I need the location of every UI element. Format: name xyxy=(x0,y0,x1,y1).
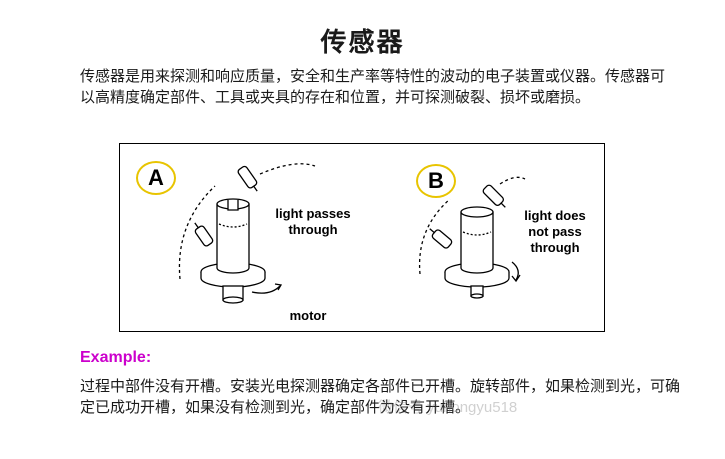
watermark: 微信号 yuhongyu518 xyxy=(378,399,518,416)
sensor-diagram: A light passes through motor B light doe… xyxy=(119,143,605,332)
panel-b-letter: B xyxy=(416,164,456,198)
page-title: 传感器 xyxy=(320,28,405,58)
panel-b-label-line1: light does xyxy=(524,208,586,223)
motor-label: motor xyxy=(289,308,327,323)
panel-b-drawing xyxy=(418,176,526,299)
panel-a-drawing xyxy=(178,163,316,304)
panel-b-label: light does not pass through xyxy=(510,208,600,256)
example-paragraph: 过程中部件没有开槽。安装光电探测器确定各部件已开槽。旋转部件，如果检测到光，可确… xyxy=(80,377,681,416)
panel-a-letter: A xyxy=(136,161,176,195)
panel-a-label: light passes through xyxy=(258,206,368,238)
panel-a-label-line1: light passes xyxy=(275,206,351,221)
panel-b-label-line2: not pass xyxy=(528,224,582,239)
intro-paragraph: 传感器是用来探测和响应质量，安全和生产率等特性的波动的电子装置或仪器。传感器可以… xyxy=(80,67,666,106)
example-heading: Example: xyxy=(80,349,152,366)
panel-b-label-line3: through xyxy=(530,240,580,255)
panel-a-label-line2: through xyxy=(288,222,338,237)
sensor-illustration xyxy=(178,163,526,304)
